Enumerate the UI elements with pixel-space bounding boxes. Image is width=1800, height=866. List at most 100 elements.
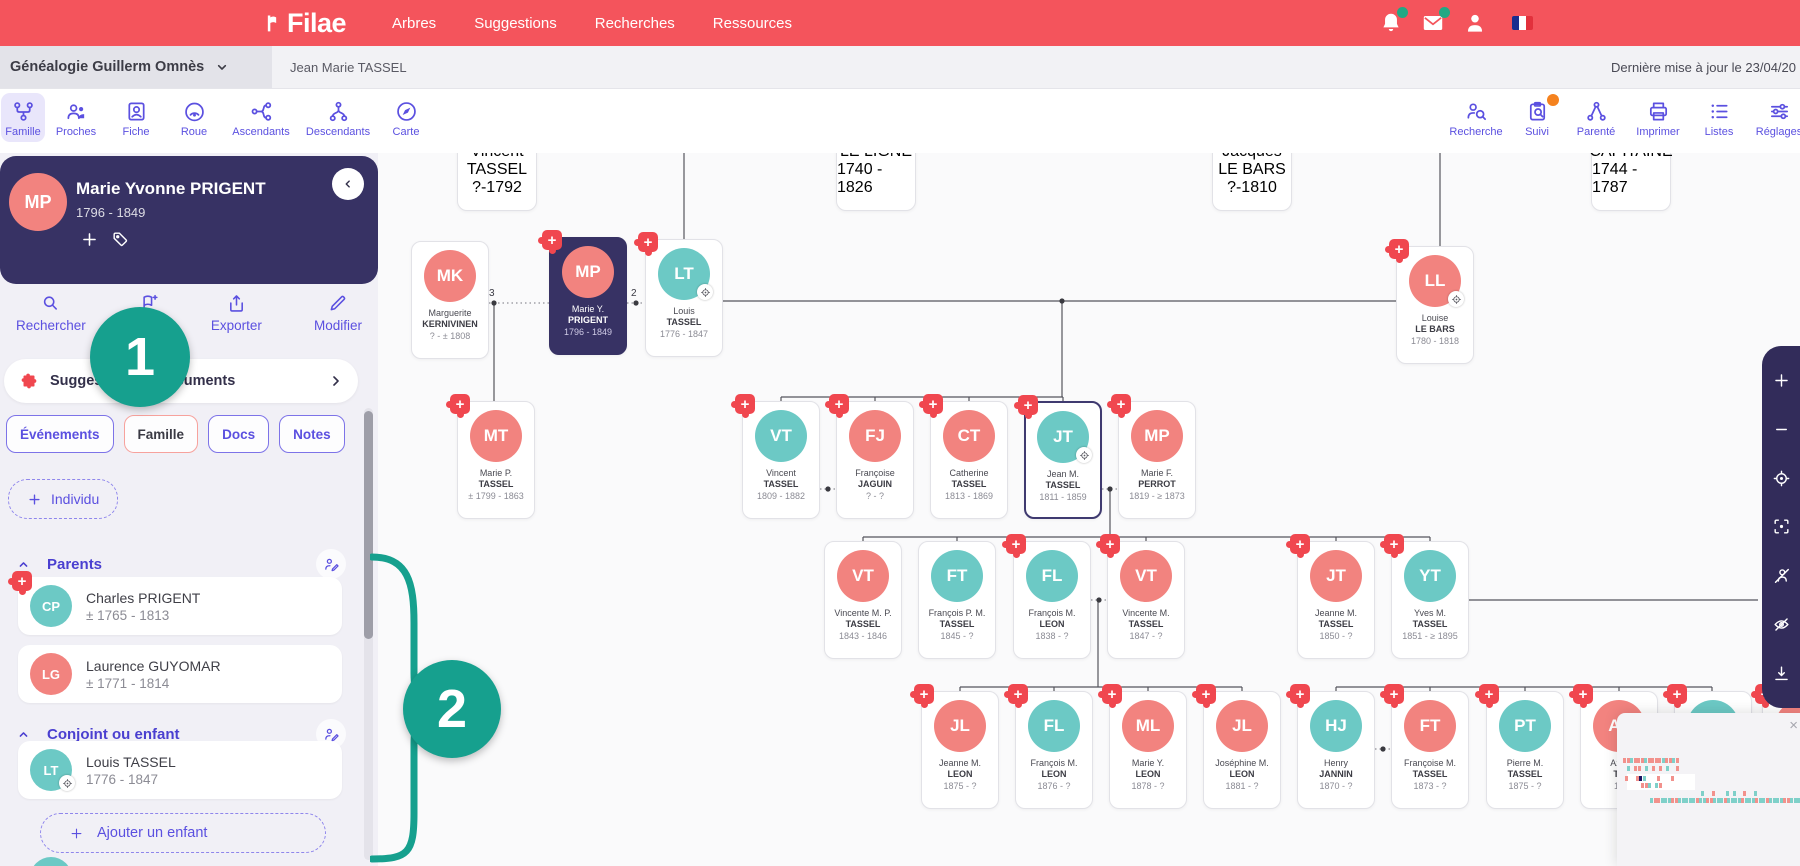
suggestion-badge[interactable]: + xyxy=(1286,684,1310,708)
messages-mail-icon[interactable] xyxy=(1420,7,1450,36)
locate-icon[interactable] xyxy=(697,284,713,300)
toolbar-ascendants[interactable]: Ascendants xyxy=(223,93,299,142)
suggestion-badge[interactable]: + xyxy=(1663,684,1687,708)
suggestion-badge[interactable]: + xyxy=(731,394,755,418)
tree-person-card-francoise-le-ligne[interactable]: FrançoiseLE LIGNE1740 - 1826 xyxy=(836,153,916,211)
toolbar-descendants[interactable]: Descendants xyxy=(299,93,377,142)
add-child-button[interactable]: Ajouter un enfant xyxy=(40,813,326,853)
nav-item-arbres[interactable]: Arbres xyxy=(392,14,437,32)
close-icon[interactable]: × xyxy=(1789,717,1798,734)
panel-scrollbar-thumb[interactable] xyxy=(364,411,373,639)
hide-details-button[interactable] xyxy=(1769,613,1793,637)
toolbar-proches[interactable]: Proches xyxy=(45,93,107,142)
edit-relations-icon[interactable] xyxy=(316,549,346,579)
suggestion-badge[interactable]: + xyxy=(1002,534,1026,558)
panel-tab-notes[interactable]: Notes xyxy=(279,415,345,453)
panel-tab-evenements[interactable]: Événements xyxy=(6,415,114,453)
suggestion-badge[interactable]: + xyxy=(538,230,562,254)
add-individual-button[interactable]: Individu xyxy=(8,479,119,519)
suggestion-badge[interactable]: + xyxy=(1192,684,1216,708)
toolbar-carte[interactable]: Carte xyxy=(377,93,435,142)
suggestion-badge[interactable]: + xyxy=(446,394,470,418)
suggestion-badge[interactable]: + xyxy=(1004,684,1028,708)
collapse-panel-button[interactable] xyxy=(332,168,364,200)
chevron-up-icon[interactable] xyxy=(16,727,31,742)
tag-icon[interactable] xyxy=(111,230,130,249)
tree-selector-dropdown[interactable]: Généalogie Guillerm Omnès xyxy=(0,46,272,88)
suggestion-badge[interactable]: + xyxy=(1096,534,1120,558)
panel-action-invite[interactable] xyxy=(138,293,159,333)
filae-logo[interactable]: Filae xyxy=(262,0,347,46)
suggestion-badge[interactable]: + xyxy=(910,684,934,708)
suggestion-badge[interactable]: + xyxy=(1286,534,1310,558)
nav-item-suggestions[interactable]: Suggestions xyxy=(474,14,557,32)
center-view-button[interactable] xyxy=(1769,466,1793,490)
panel-tab-famille[interactable]: Famille xyxy=(123,415,199,453)
tree-person-card-jacques-le-bars[interactable]: JacquesLE BARS?-1810 xyxy=(1212,153,1292,211)
tree-minimap[interactable]: × xyxy=(1617,713,1800,866)
suggestion-badge[interactable]: + xyxy=(1014,395,1038,419)
nav-item-recherches[interactable]: Recherches xyxy=(594,14,675,32)
toolbar-roue[interactable]: Roue xyxy=(165,93,223,142)
hide-relatives-button[interactable] xyxy=(1769,564,1793,588)
zoom-out-button[interactable] xyxy=(1769,417,1793,441)
suggestion-badge[interactable]: + xyxy=(1098,684,1122,708)
toolbar-listes[interactable]: Listes xyxy=(1690,93,1748,142)
panel-action-rechercher[interactable]: Rechercher xyxy=(16,293,86,333)
french-flag-icon[interactable] xyxy=(1512,16,1533,30)
locate-icon[interactable] xyxy=(59,775,75,791)
notifications-bell-icon[interactable] xyxy=(1378,7,1408,36)
suggestion-badge[interactable]: + xyxy=(919,394,943,418)
panel-action-modifier[interactable]: Modifier xyxy=(314,293,362,333)
toolbar-fiche[interactable]: Fiche xyxy=(107,93,165,142)
suggestion-badge[interactable]: + xyxy=(8,571,32,595)
toolbar-reglages[interactable]: Réglages xyxy=(1748,93,1800,142)
suggestion-badge[interactable]: + xyxy=(825,394,849,418)
suggestion-badge[interactable]: + xyxy=(1380,684,1404,708)
zoom-in-button[interactable] xyxy=(1769,368,1793,392)
panel-action-exporter[interactable]: Exporter xyxy=(211,293,262,333)
suggestion-badge[interactable]: + xyxy=(1475,684,1499,708)
download-tree-button[interactable] xyxy=(1769,661,1793,685)
suggestion-badge[interactable]: + xyxy=(634,232,658,256)
toolbar-suivi[interactable]: Suivi xyxy=(1508,93,1566,142)
suggestion-badge[interactable]: + xyxy=(1107,394,1131,418)
tree-person-card-elisabeth-le-capitaine[interactable]: ElisabethLE CAPITAINE1744 - 1787 xyxy=(1589,153,1673,211)
focus-person-button[interactable] xyxy=(1769,515,1793,539)
suggestion-badge[interactable]: + xyxy=(1380,534,1404,558)
suggestion-badge[interactable]: + xyxy=(1569,684,1593,708)
toolbar-parente[interactable]: Parenté xyxy=(1566,93,1626,142)
nav-item-ressources[interactable]: Ressources xyxy=(712,14,792,32)
breadcrumb[interactable]: Jean Marie TASSEL xyxy=(290,59,407,75)
toolbar-famille[interactable]: Famille xyxy=(1,93,45,142)
locate-icon[interactable] xyxy=(1448,291,1464,307)
account-user-icon[interactable] xyxy=(1462,10,1488,36)
